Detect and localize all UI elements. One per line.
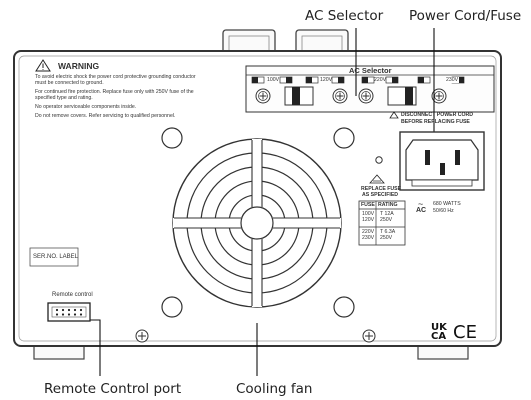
ac-label: AC — [416, 207, 427, 214]
power-watts: 680 WATTS — [433, 201, 461, 207]
ac-selector-panel-title: AC Selector — [349, 66, 392, 75]
disconnect-line-2: BEFORE REPLACING FUSE — [401, 119, 470, 125]
fuse-rating-table — [358, 200, 406, 246]
cooling-fan — [172, 138, 342, 308]
pin-icon — [67, 308, 71, 312]
top-handle-left — [222, 29, 276, 54]
remote-control-pointer — [90, 319, 101, 376]
mount-hole-top-right — [333, 127, 355, 149]
fuse-drawer[interactable] — [411, 179, 473, 187]
ac-selector-label-230v: 230V — [445, 77, 460, 84]
foot-left — [33, 344, 85, 360]
rating-cell: T 12A 250V — [380, 211, 394, 224]
ac-selector-label-120v: 120V — [320, 77, 333, 83]
selector-screw-icon — [332, 88, 348, 104]
warning-line: For continued fire protection. Replace f… — [35, 89, 194, 95]
pin-icon — [55, 308, 59, 312]
mount-hole-top-left — [161, 127, 183, 149]
remote-control-label: Remote control — [52, 292, 93, 298]
pin-icon — [61, 313, 65, 316]
serial-label-text: SER.NO. LABEL — [33, 254, 79, 260]
pin-icon — [73, 313, 77, 316]
replace-fuse-line-1: REPLACE FUSE — [361, 186, 402, 192]
replace-fuse-line-2: AS SPECIFIED — [362, 192, 399, 198]
pin-icon — [79, 313, 83, 316]
power-hz: 50/60 Hz — [433, 208, 454, 214]
disconnect-line-1: DISCONNECT POWER CORD — [401, 112, 474, 118]
pin-icon — [79, 308, 83, 312]
selector-screw-icon — [255, 88, 271, 104]
ac-selector-label-100v: 100V — [267, 77, 280, 83]
bottom-screw-left — [135, 329, 149, 343]
rating-header: RATING — [378, 202, 398, 208]
warning-line: must be connected to ground. — [35, 80, 104, 86]
fuse-cell: 100V 120V — [362, 211, 375, 224]
ce-mark: CE — [453, 322, 477, 343]
indicator-led — [375, 156, 383, 164]
caution-icon — [389, 111, 399, 119]
fuse-header: FUSE — [361, 202, 375, 208]
top-handle-right — [295, 29, 349, 54]
cooling-fan-callout: Cooling fan — [236, 381, 313, 397]
warning-line: Do not remove covers. Refer servicing to… — [35, 113, 176, 119]
pin-icon — [61, 308, 65, 312]
mount-hole-bottom-left — [161, 296, 183, 318]
pin-icon — [73, 308, 77, 312]
selector-screw-icon — [358, 88, 374, 104]
remote-control-port-callout: Remote Control port — [44, 381, 182, 397]
bottom-screw-right — [362, 329, 376, 343]
warning-line: specified type and rating. — [35, 95, 93, 101]
foot-right — [417, 344, 469, 360]
power-cord-fuse-callout: Power Cord/Fuse — [409, 8, 522, 24]
serial-label-box — [29, 247, 79, 267]
fuse-cell: 220V 230V — [362, 229, 375, 242]
fuse-warning-icon — [369, 174, 385, 184]
warning-line: No operator serviceable components insid… — [35, 104, 137, 110]
pin-icon — [67, 313, 71, 316]
warning-title: WARNING — [58, 61, 100, 71]
warning-icon — [35, 59, 51, 72]
ac-tilde: ~ — [418, 199, 424, 209]
ac-selector-callout: AC Selector — [305, 8, 384, 24]
selector-screw-icon — [431, 88, 447, 104]
rating-cell: T 6.3A 250V — [380, 229, 396, 242]
ac-selector-label-220v: 220V — [374, 77, 387, 83]
mount-hole-bottom-right — [333, 296, 355, 318]
pin-icon — [55, 313, 59, 316]
warning-line: To avoid electric shock the power cord p… — [35, 74, 196, 80]
